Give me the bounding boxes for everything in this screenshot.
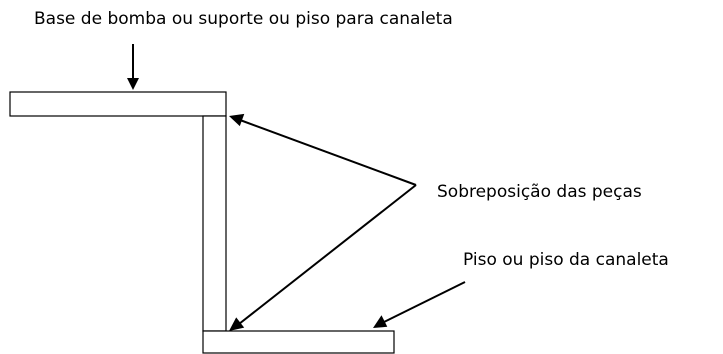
label-base-support: Base de bomba ou suporte ou piso para ca… bbox=[34, 9, 453, 29]
top-base-plate bbox=[9, 91, 227, 117]
arrow-to-upper-overlap bbox=[229, 113, 417, 186]
label-overlap: Sobreposição das peças bbox=[437, 182, 642, 202]
arrow-to-lower-overlap bbox=[229, 184, 417, 331]
vertical-wall bbox=[202, 115, 227, 332]
label-floor: Piso ou piso da canaleta bbox=[463, 250, 669, 270]
arrow-to-base-plate bbox=[127, 44, 139, 90]
bottom-floor-plate bbox=[202, 330, 395, 354]
arrow-to-floor-plate bbox=[373, 281, 466, 328]
